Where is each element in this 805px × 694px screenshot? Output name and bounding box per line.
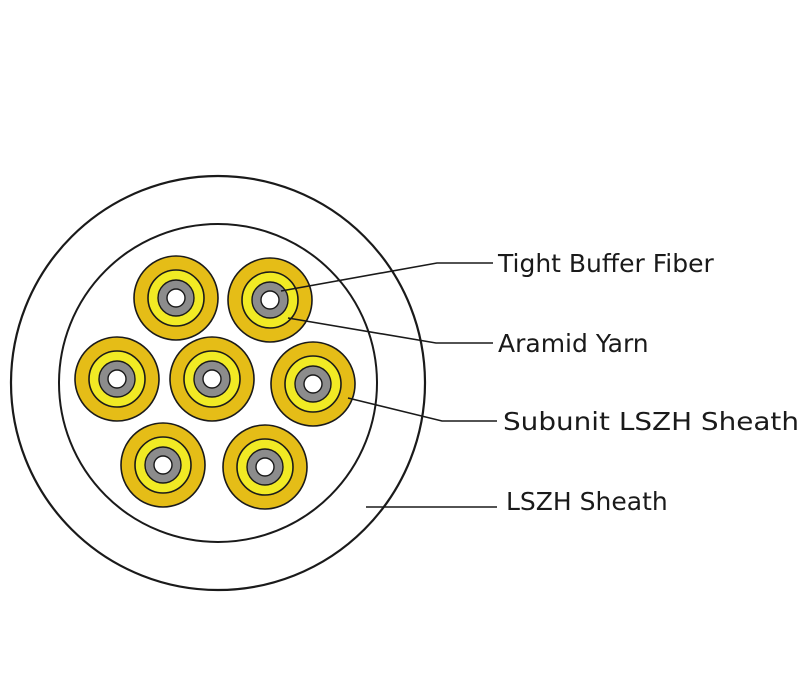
label-aramid-yarn: Aramid Yarn bbox=[498, 329, 649, 358]
outer-cable bbox=[9, 174, 427, 592]
fiber-core bbox=[303, 374, 323, 394]
label-lszh-sheath: LSZH Sheath bbox=[506, 487, 668, 516]
subunit-center bbox=[169, 336, 255, 422]
fiber-core bbox=[107, 369, 127, 389]
leader-line-subunit-lszh-sheath bbox=[347, 397, 497, 422]
fiber-core bbox=[255, 457, 275, 477]
fiber-core bbox=[260, 290, 280, 310]
subunit-middle-left bbox=[74, 336, 160, 422]
subunit-bottom-right bbox=[222, 424, 308, 510]
outer-lszh-sheath bbox=[9, 174, 427, 592]
leader-line-aramid-yarn bbox=[287, 317, 493, 344]
fiber-core bbox=[202, 369, 222, 389]
fiber-core bbox=[153, 455, 173, 475]
subunit-middle-right bbox=[270, 341, 356, 427]
callout-labels: Tight Buffer Fiber Aramid Yarn Subunit L… bbox=[497, 249, 799, 516]
subunit-group bbox=[74, 255, 356, 510]
leader-line-tight-buffer-fiber bbox=[280, 262, 493, 292]
fiber-core bbox=[166, 288, 186, 308]
label-subunit-lszh-sheath: Subunit LSZH Sheath bbox=[503, 407, 799, 436]
subunit-top-left bbox=[133, 255, 219, 341]
cable-inner-cavity bbox=[58, 223, 378, 543]
label-tight-buffer-fiber: Tight Buffer Fiber bbox=[497, 249, 714, 278]
subunit-top-right bbox=[227, 257, 313, 343]
subunit-bottom-left bbox=[120, 422, 206, 508]
leader-lines bbox=[280, 262, 497, 508]
